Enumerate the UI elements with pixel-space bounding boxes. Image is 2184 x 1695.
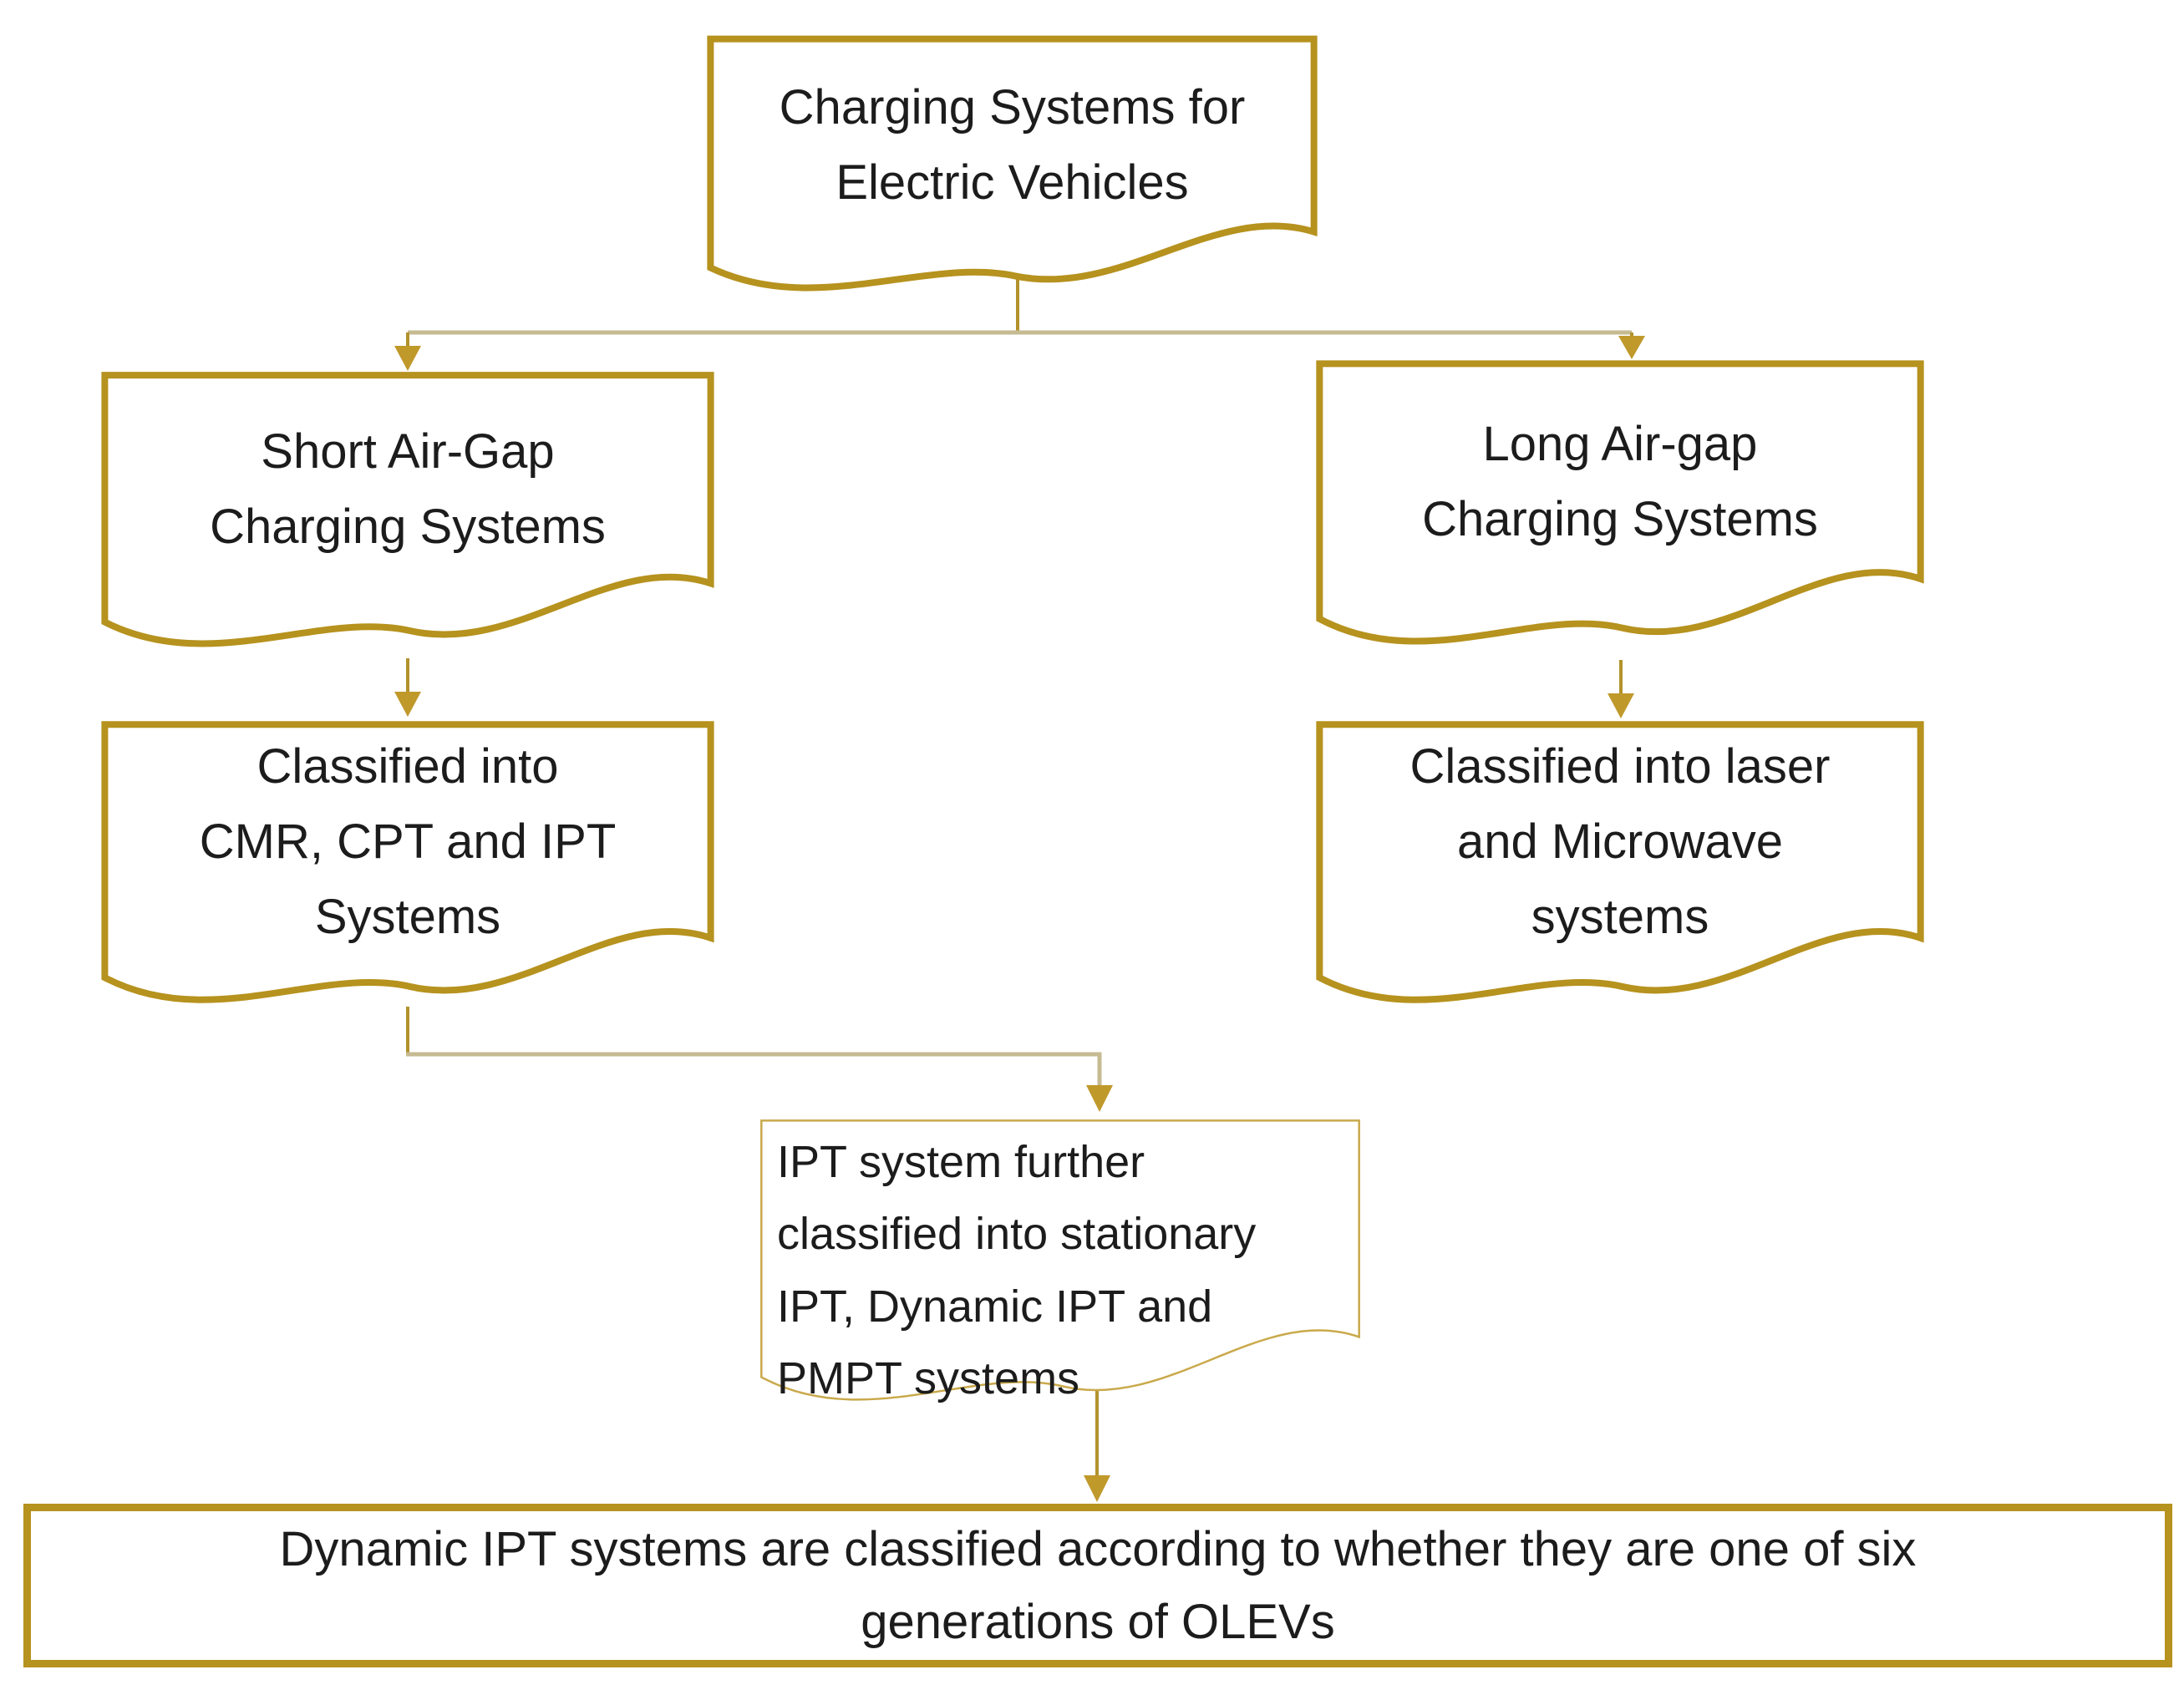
arrowhead-elbow-icon — [1086, 1085, 1113, 1112]
document-shape-icon — [99, 718, 717, 1023]
node-label: Classified into CMR, CPT and IPT Systems — [199, 739, 617, 944]
node-label: IPT system further classified into stati… — [777, 1137, 1257, 1403]
document-shape-icon — [755, 1114, 1365, 1423]
arrowhead-to-short-icon — [394, 346, 421, 371]
arrowhead-mid-bottom-icon — [1084, 1475, 1110, 1502]
node-label: Long Air-gap Charging Systems — [1422, 417, 1818, 547]
connector-elbow-across — [406, 1052, 1102, 1088]
node-short-classified: Classified into CMR, CPT and IPT Systems — [99, 718, 717, 1023]
arrowhead-to-long-icon — [1618, 336, 1645, 359]
node-label: Classified into laser and Microwave syst… — [1409, 739, 1831, 944]
node-dynamic-ipt-olev: Dynamic IPT systems are classified accor… — [23, 1504, 2172, 1667]
node-long-classified: Classified into laser and Microwave syst… — [1313, 718, 1927, 1023]
document-shape-icon — [1313, 718, 1927, 1023]
document-shape-icon — [1313, 358, 1927, 665]
node-ipt-further-classified: IPT system further classified into stati… — [755, 1114, 1365, 1423]
arrowhead-short-classified-icon — [394, 692, 421, 717]
document-shape-icon — [704, 33, 1320, 309]
node-label: Dynamic IPT systems are classified accor… — [279, 1522, 1917, 1649]
node-charging-systems: Charging Systems for Electric Vehicles — [704, 33, 1320, 309]
node-label: Short Air-Gap Charging Systems — [210, 424, 606, 555]
document-shape-icon — [99, 369, 717, 667]
arrowhead-long-classified-icon — [1608, 693, 1634, 718]
node-short-air-gap: Short Air-Gap Charging Systems — [99, 369, 717, 667]
node-long-air-gap: Long Air-gap Charging Systems — [1313, 358, 1927, 665]
node-label: Charging Systems for Electric Vehicles — [779, 79, 1246, 210]
